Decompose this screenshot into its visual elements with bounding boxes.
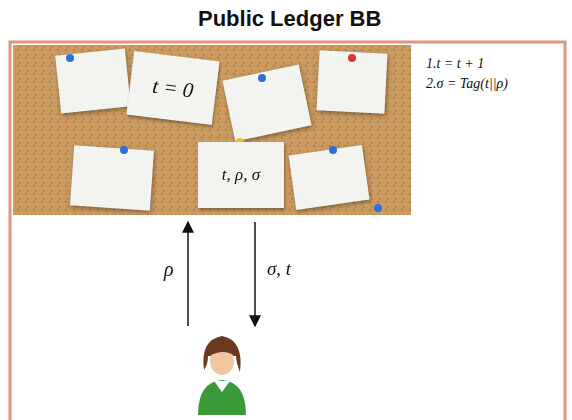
note-text: t = 0	[151, 73, 195, 103]
title: Public Ledger BB	[198, 6, 381, 32]
down-arrow	[254, 222, 256, 326]
step-text: 1.t = t + 1	[426, 56, 484, 72]
note-text: t, ρ, σ	[222, 165, 260, 185]
frame	[10, 42, 565, 420]
person-icon	[198, 336, 246, 415]
step-text: 2.σ = Tag(t||ρ)	[426, 76, 508, 92]
arrow-label: ρ	[164, 258, 174, 281]
arrow-label: σ, t	[267, 258, 291, 280]
sticky-note: t = 0	[126, 51, 219, 125]
up-arrow	[187, 222, 189, 326]
cork-board	[13, 45, 411, 215]
sticky-note: t, ρ, σ	[198, 142, 284, 208]
